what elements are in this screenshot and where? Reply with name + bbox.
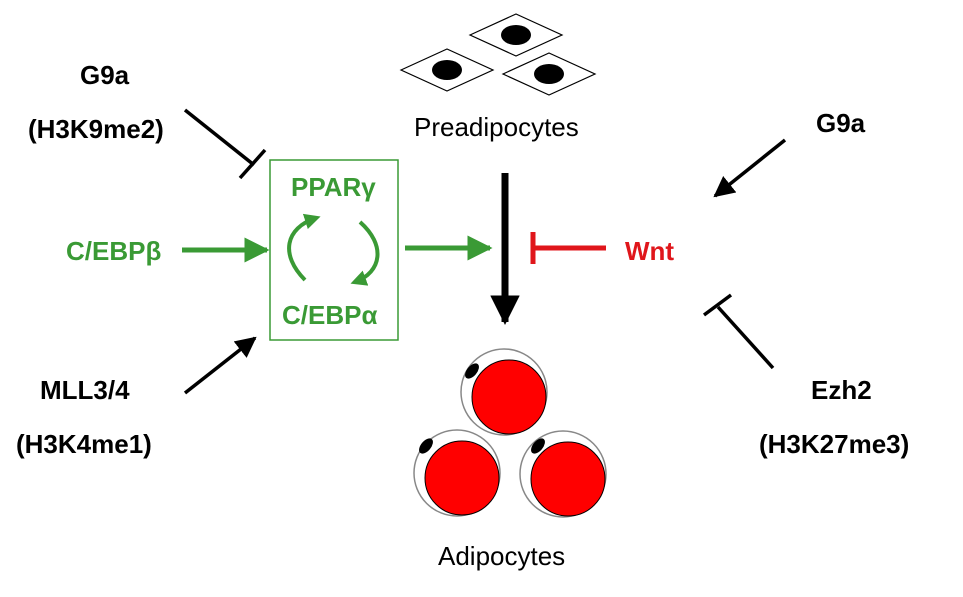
preadipocyte-cell <box>399 48 495 92</box>
preadipocyte-cell <box>468 13 564 57</box>
ezh2-label: Ezh2 <box>811 375 872 405</box>
adipocyte-cell <box>413 429 501 517</box>
g9a-left-label: G9a <box>80 60 130 90</box>
h3k9me2-label: (H3K9me2) <box>28 114 164 144</box>
wnt-label: Wnt <box>625 236 675 266</box>
g9a-inhibition-left <box>183 108 267 180</box>
h3k27me3-label: (H3K27me3) <box>759 429 910 459</box>
cycle-arrow-right <box>350 220 380 286</box>
adipocyte-cell <box>460 348 548 436</box>
h3k4me1-label: (H3K4me1) <box>16 429 152 459</box>
mll-label: MLL3/4 <box>40 375 130 405</box>
adipocyte-cell <box>519 430 607 518</box>
cycle-arrow-left <box>287 213 321 282</box>
adipocytes-label: Adipocytes <box>438 541 566 571</box>
g9a-arrow-right <box>713 138 787 198</box>
ezh2-inhibition <box>702 293 775 370</box>
adipocyte-icon <box>413 348 607 518</box>
preadipocyte-icon <box>399 13 597 96</box>
cebpa-label: C/EBPα <box>282 300 378 330</box>
preadipocytes-label: Preadipocytes <box>414 112 579 142</box>
cebpb-label: C/EBPβ <box>66 236 162 266</box>
pparg-label: PPARγ <box>291 172 376 202</box>
g9a-right-label: G9a <box>816 108 866 138</box>
mll-arrow <box>183 336 257 395</box>
wnt-inhibition <box>530 232 606 264</box>
preadipocyte-cell <box>501 52 597 96</box>
